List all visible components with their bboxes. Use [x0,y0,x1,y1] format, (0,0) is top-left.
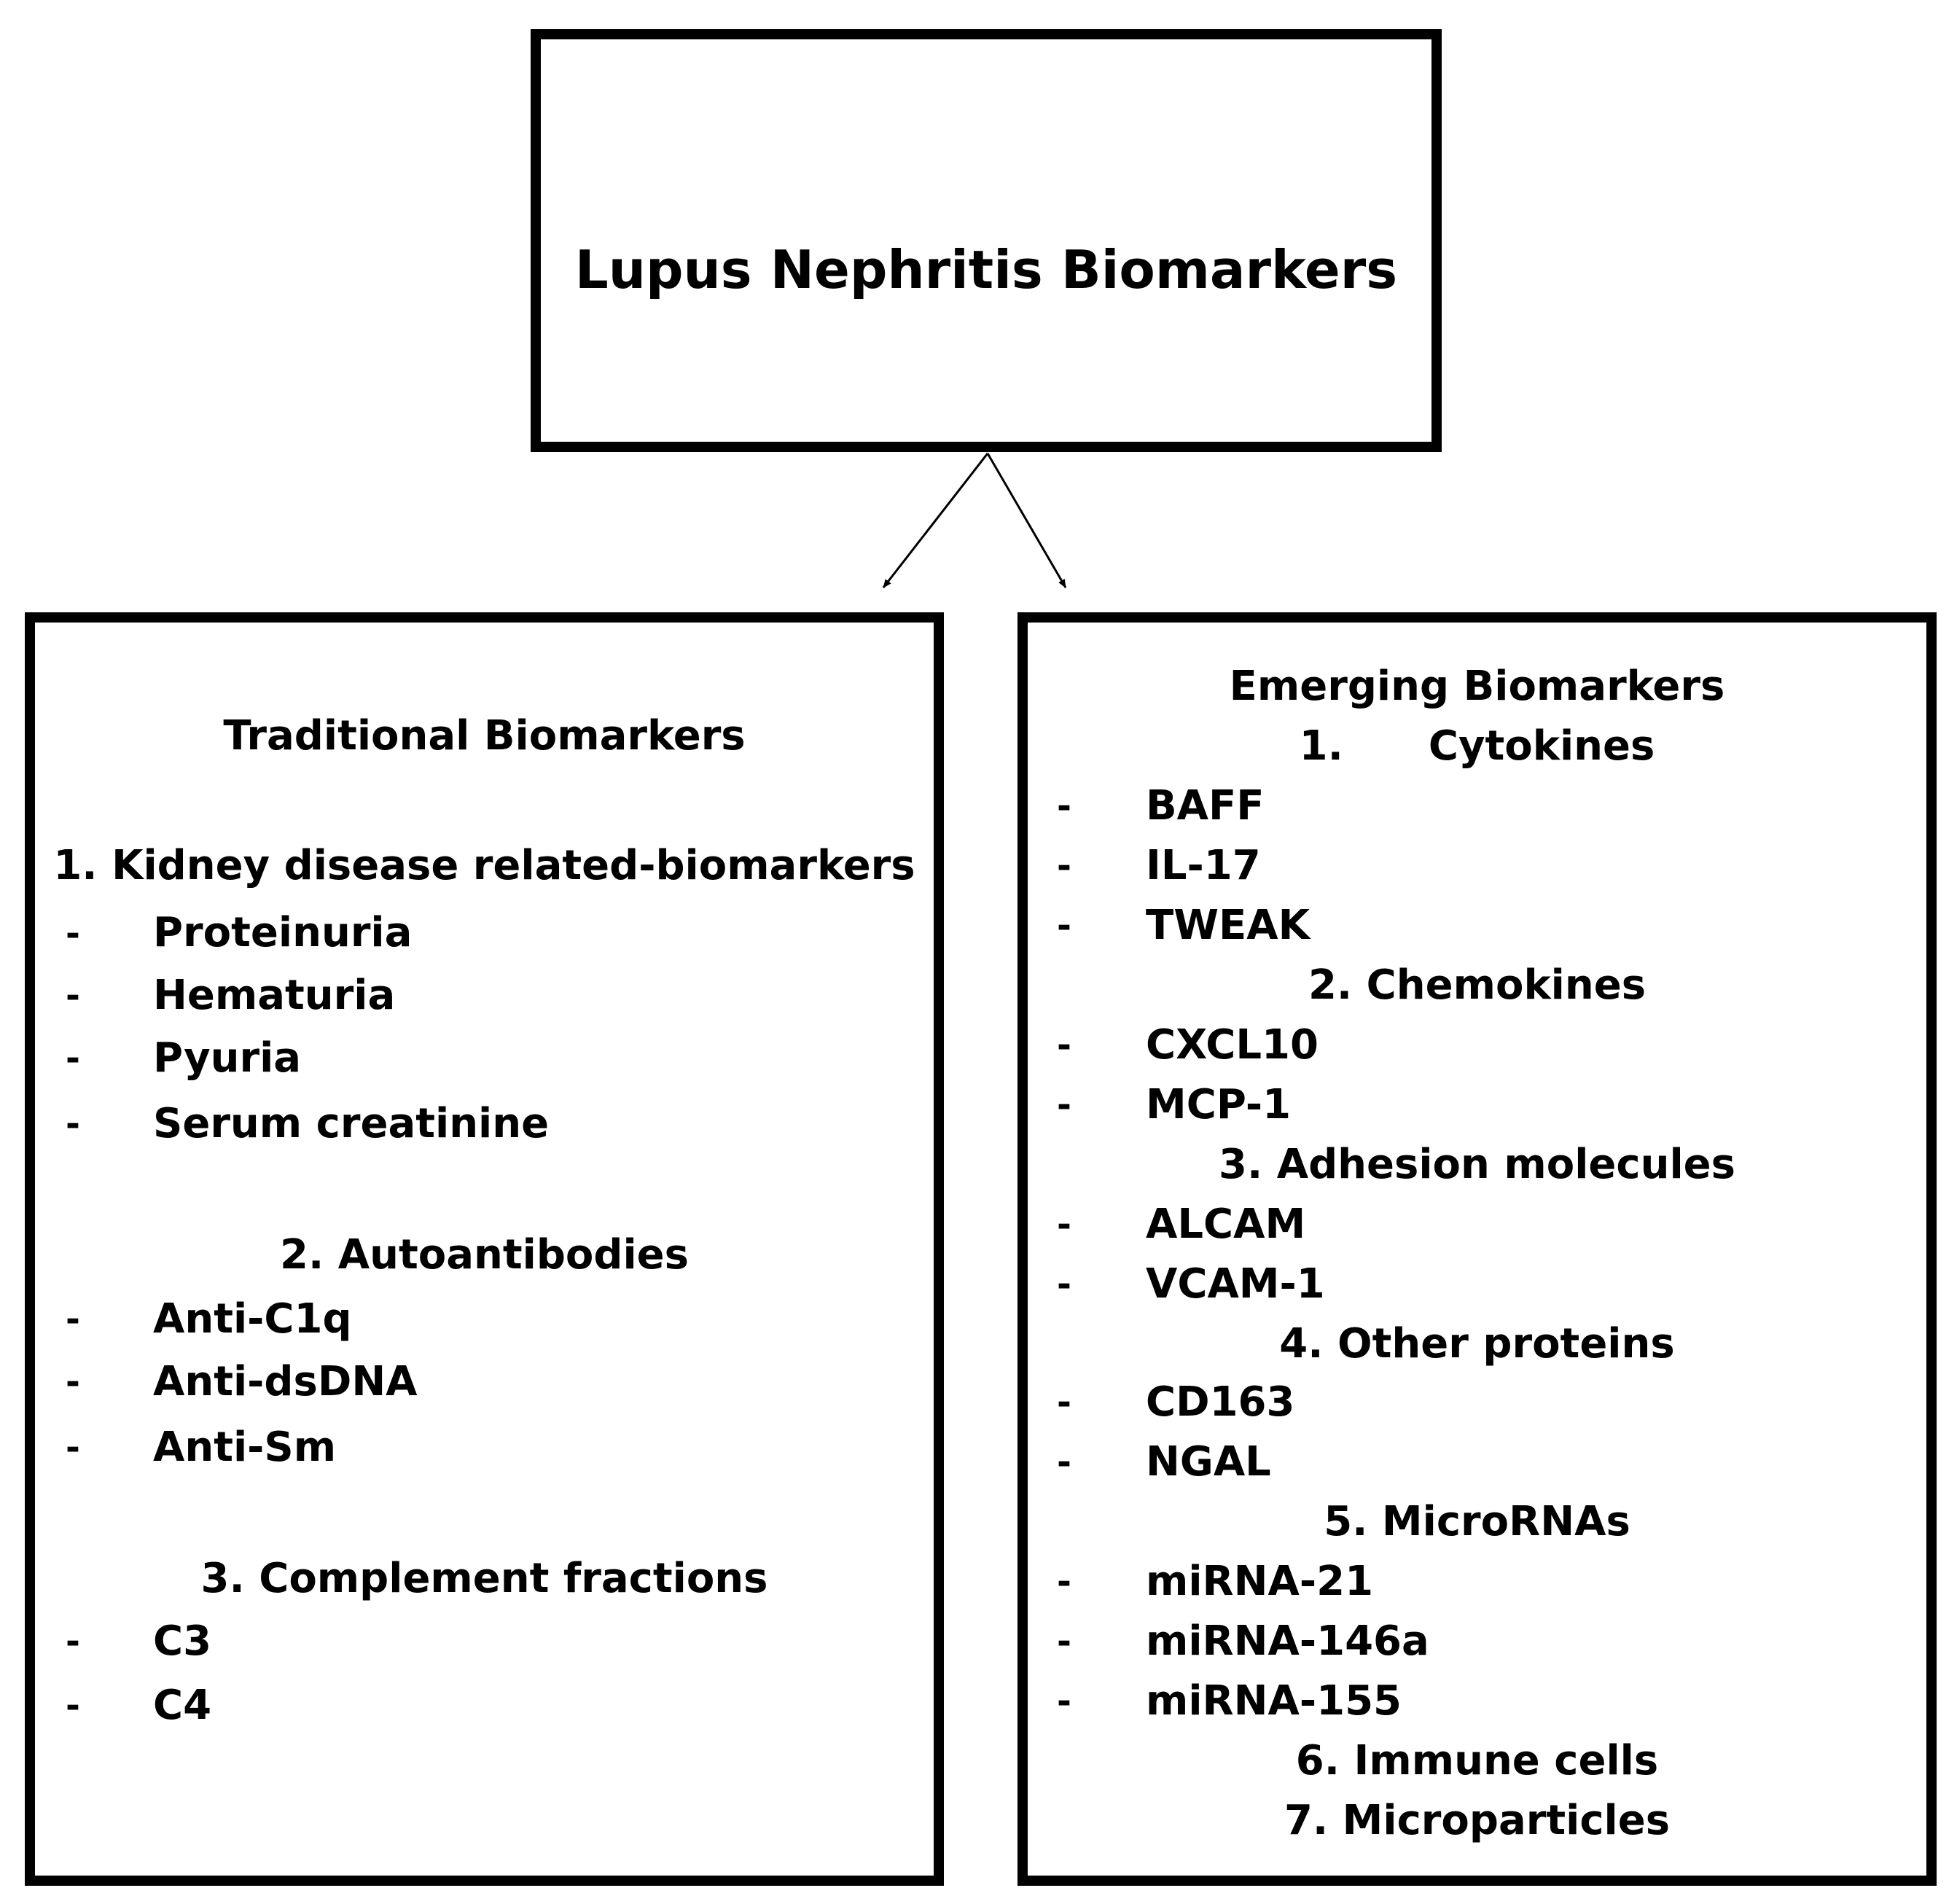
list-item-il-17: IL-17 [1146,842,1261,889]
list-item-proteinuria: Proteinuria [153,909,413,956]
bullet-dash: - [1057,1025,1071,1066]
group-label-autoantibodies: 2. Autoantibodies [280,1231,689,1279]
list-item-anti-dsdna: Anti-dsDNA [153,1358,418,1405]
list-item-pyuria: Pyuria [153,1034,302,1082]
bullet-dash: - [66,1299,80,1340]
list-item-c4: C4 [153,1682,212,1729]
list-item-alcam: ALCAM [1146,1201,1306,1248]
bullet-dash: - [1057,786,1071,827]
list-item-vcam-1: VCAM-1 [1146,1260,1325,1308]
bullet-dash: - [66,1427,80,1468]
list-item-cxcl10: CXCL10 [1146,1021,1319,1069]
list-item-tweak: TWEAK [1146,902,1310,949]
emerging-heading: Emerging Biomarkers [1229,663,1725,710]
bullet-dash: - [1057,1561,1071,1602]
arrow-to-traditional [882,453,989,588]
bullet-dash: - [66,913,80,954]
arrow-to-emerging [986,453,1067,588]
bullet-dash: - [66,1362,80,1402]
bullet-dash: - [1057,1382,1071,1423]
list-item-anti-c1q: Anti-C1q [153,1295,352,1343]
group-label-complement: 3. Complement fractions [200,1555,768,1602]
list-item-ngal: NGAL [1146,1438,1271,1486]
bullet-dash: - [1057,1264,1071,1305]
bullet-dash: - [1057,905,1071,946]
list-item-mirna-146a: miRNA-146a [1146,1618,1429,1665]
bullet-dash: - [66,1104,80,1144]
bullet-dash: - [66,975,80,1016]
bullet-dash: - [66,1621,80,1662]
group-label-cytokines: 1. Cytokines [1299,722,1655,770]
list-item-serum-creatinine: Serum creatinine [153,1100,550,1147]
group-label-other-proteins: 4. Other proteins [1279,1320,1675,1367]
list-item-baff: BAFF [1146,782,1265,830]
root-title: Lupus Nephritis Biomarkers [574,239,1398,300]
bullet-dash: - [1057,1442,1071,1483]
bullet-dash: - [1057,846,1071,886]
bullet-dash: - [66,1685,80,1726]
traditional-biomarkers-box: Traditional Biomarkers 1. Kidney disease… [25,612,944,1886]
bullet-dash: - [1057,1621,1071,1662]
group-label-adhesion: 3. Adhesion molecules [1219,1141,1735,1188]
group-label-kidney: 1. Kidney disease related-biomarkers [53,842,915,889]
list-item-hematuria: Hematuria [153,972,396,1019]
list-item-c3: C3 [153,1618,212,1665]
list-item-mirna-155: miRNA-155 [1146,1677,1402,1725]
root-node-box: Lupus Nephritis Biomarkers [531,29,1442,452]
list-item-anti-sm: Anti-Sm [153,1424,337,1471]
bullet-dash: - [1057,1085,1071,1125]
group-label-chemokines: 2. Chemokines [1308,961,1647,1009]
traditional-heading: Traditional Biomarkers [223,712,746,760]
list-item-mirna-21: miRNA-21 [1146,1558,1374,1605]
list-item-cd163: CD163 [1146,1378,1295,1426]
bullet-dash: - [66,1038,80,1079]
bullet-dash: - [1057,1681,1071,1722]
group-label-micrornas: 5. MicroRNAs [1324,1498,1630,1545]
emerging-biomarkers-box: Emerging Biomarkers 1. Cytokines - BAFF … [1017,612,1937,1886]
bullet-dash: - [1057,1204,1071,1245]
group-label-immune-cells: 6. Immune cells [1295,1737,1659,1784]
list-item-mcp-1: MCP-1 [1146,1081,1292,1128]
group-label-microparticles: 7. Microparticles [1284,1797,1671,1844]
